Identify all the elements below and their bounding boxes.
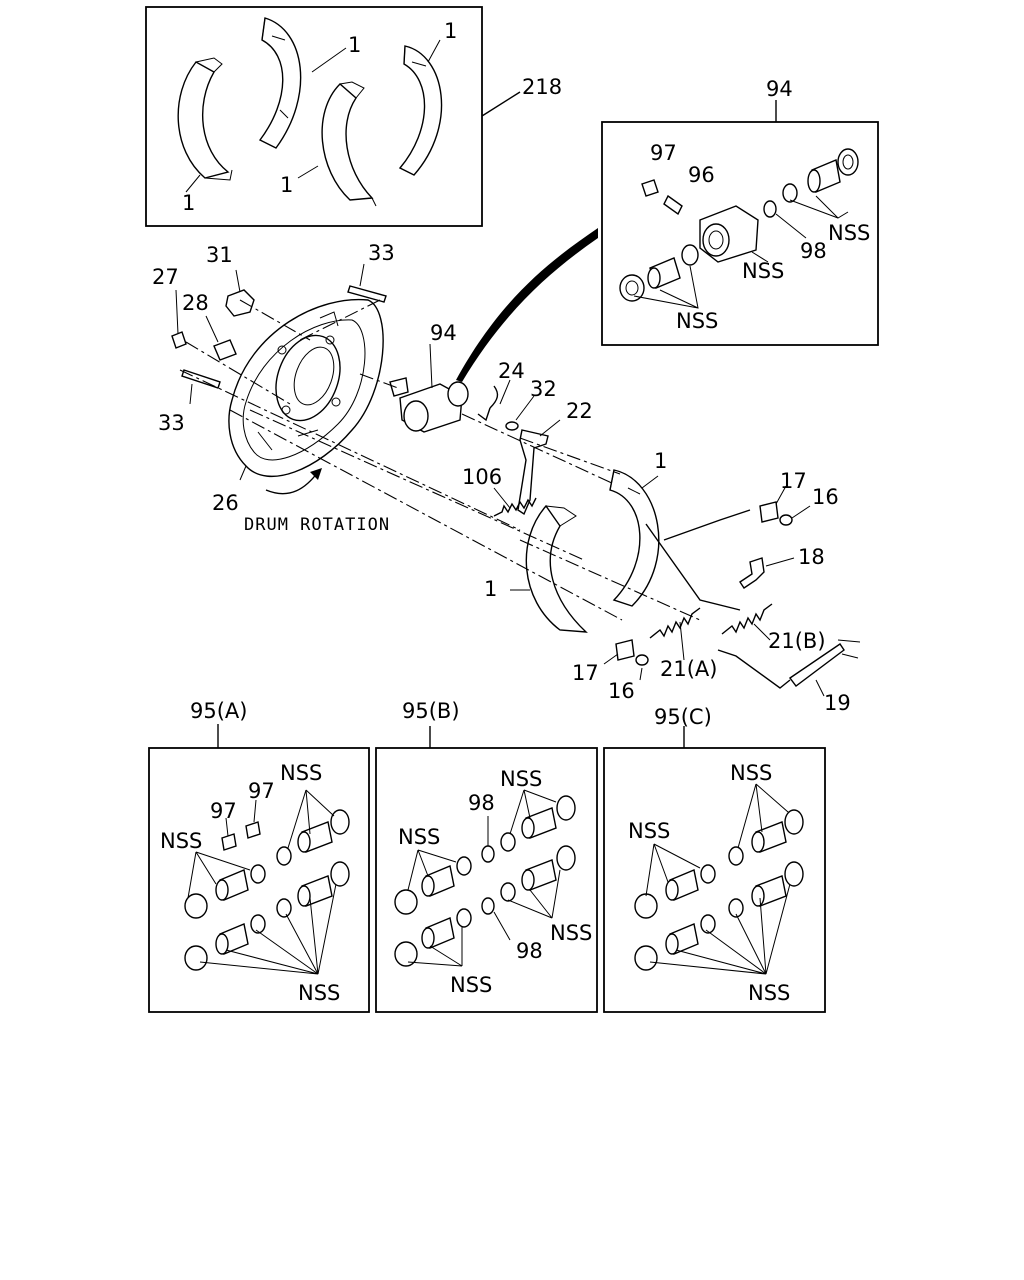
cup-seal	[837, 148, 859, 176]
label-part-96: 96	[688, 163, 715, 187]
main-assembly	[171, 263, 861, 697]
label-part-16: 16	[812, 485, 839, 509]
repair-kit-95b-box	[375, 726, 598, 1013]
label-shoe-1: 1	[654, 449, 667, 473]
nut-31	[225, 289, 255, 317]
label-kit-95a: 95(A)	[190, 699, 247, 723]
brake-shoe-right	[609, 469, 660, 607]
brake-shoe	[258, 17, 302, 149]
label-part-16: 16	[608, 679, 635, 703]
detail-callout-wedge	[456, 228, 598, 382]
label-part-97: 97	[210, 799, 237, 823]
label-nss: NSS	[676, 309, 718, 333]
label-part-106: 106	[462, 465, 502, 489]
brake-shoe	[177, 61, 230, 179]
label-nss: NSS	[500, 767, 542, 791]
label-part-31: 31	[206, 243, 233, 267]
shoe-kit-218-box	[145, 6, 521, 227]
bleeder-screw-96	[663, 194, 683, 216]
label-kit-218: 218	[522, 75, 562, 99]
clip-16-upper	[779, 514, 793, 526]
label-drum-rotation: DRUM ROTATION	[244, 515, 390, 535]
label-part-24: 24	[498, 359, 525, 383]
label-nss: NSS	[550, 921, 592, 945]
label-shoe-1: 1	[348, 33, 361, 57]
label-part-28: 28	[182, 291, 209, 315]
clip-24	[477, 385, 499, 422]
brake-shoe	[398, 45, 443, 176]
label-nss: NSS	[450, 973, 492, 997]
spring-17-upper	[759, 501, 779, 523]
label-part-98: 98	[468, 791, 495, 815]
repair-kit-95c-box	[603, 726, 826, 1013]
label-nss: NSS	[160, 829, 202, 853]
label-part-19: 19	[824, 691, 851, 715]
hub-opening	[275, 334, 341, 422]
spring-21a	[649, 607, 701, 639]
label-part-22: 22	[566, 399, 593, 423]
label-nss: NSS	[628, 819, 670, 843]
label-part-98: 98	[516, 939, 543, 963]
label-shoe-1: 1	[484, 577, 497, 601]
label-shoe-1: 1	[280, 173, 293, 197]
label-part-33: 33	[368, 241, 395, 265]
lever-22	[517, 429, 549, 516]
label-nss: NSS	[298, 981, 340, 1005]
label-wheel-cylinder-94: 94	[430, 321, 457, 345]
spring-17-lower	[615, 639, 635, 661]
spring-21b	[721, 603, 773, 635]
bolt-27	[171, 331, 187, 349]
wheel-cylinder-94-box	[601, 100, 879, 346]
label-part-33: 33	[158, 411, 185, 435]
label-kit-95c: 95(C)	[654, 705, 712, 729]
label-part-17: 17	[572, 661, 599, 685]
label-part-97: 97	[650, 141, 677, 165]
label-nss: NSS	[742, 259, 784, 283]
pin-33-left	[181, 369, 221, 389]
cup-seal	[681, 244, 699, 266]
label-part-18: 18	[798, 545, 825, 569]
bleeder-cap-97	[641, 179, 659, 197]
label-part-27: 27	[152, 265, 179, 289]
brake-shoe-left	[525, 504, 588, 633]
boot	[619, 274, 645, 302]
spring-106	[493, 497, 537, 517]
label-shoe-1: 1	[444, 19, 457, 43]
pin-33-top	[347, 285, 387, 303]
label-nss: NSS	[748, 981, 790, 1005]
label-wheel-cylinder-94: 94	[766, 77, 793, 101]
label-part-17: 17	[780, 469, 807, 493]
label-nss: NSS	[398, 825, 440, 849]
label-kit-95b: 95(B)	[402, 699, 460, 723]
repair-kit-95a-box	[148, 724, 370, 1013]
spring	[782, 183, 798, 203]
spring-98	[763, 200, 777, 218]
washer-32	[505, 421, 519, 431]
label-part-32: 32	[530, 377, 557, 401]
label-nss: NSS	[730, 761, 772, 785]
brake-shoe	[321, 83, 374, 201]
label-shoe-1: 1	[182, 191, 195, 215]
strut-19	[789, 643, 845, 687]
label-part-97: 97	[248, 779, 275, 803]
adjuster-18	[739, 557, 765, 589]
label-part-21a: 21(A)	[660, 657, 717, 681]
label-part-21b: 21(B)	[768, 629, 826, 653]
label-part-98: 98	[800, 239, 827, 263]
label-nss: NSS	[280, 761, 322, 785]
label-backing-plate-26: 26	[212, 491, 239, 515]
label-nss: NSS	[828, 221, 870, 245]
clip-16-lower	[635, 654, 649, 666]
washer-28	[213, 339, 237, 361]
